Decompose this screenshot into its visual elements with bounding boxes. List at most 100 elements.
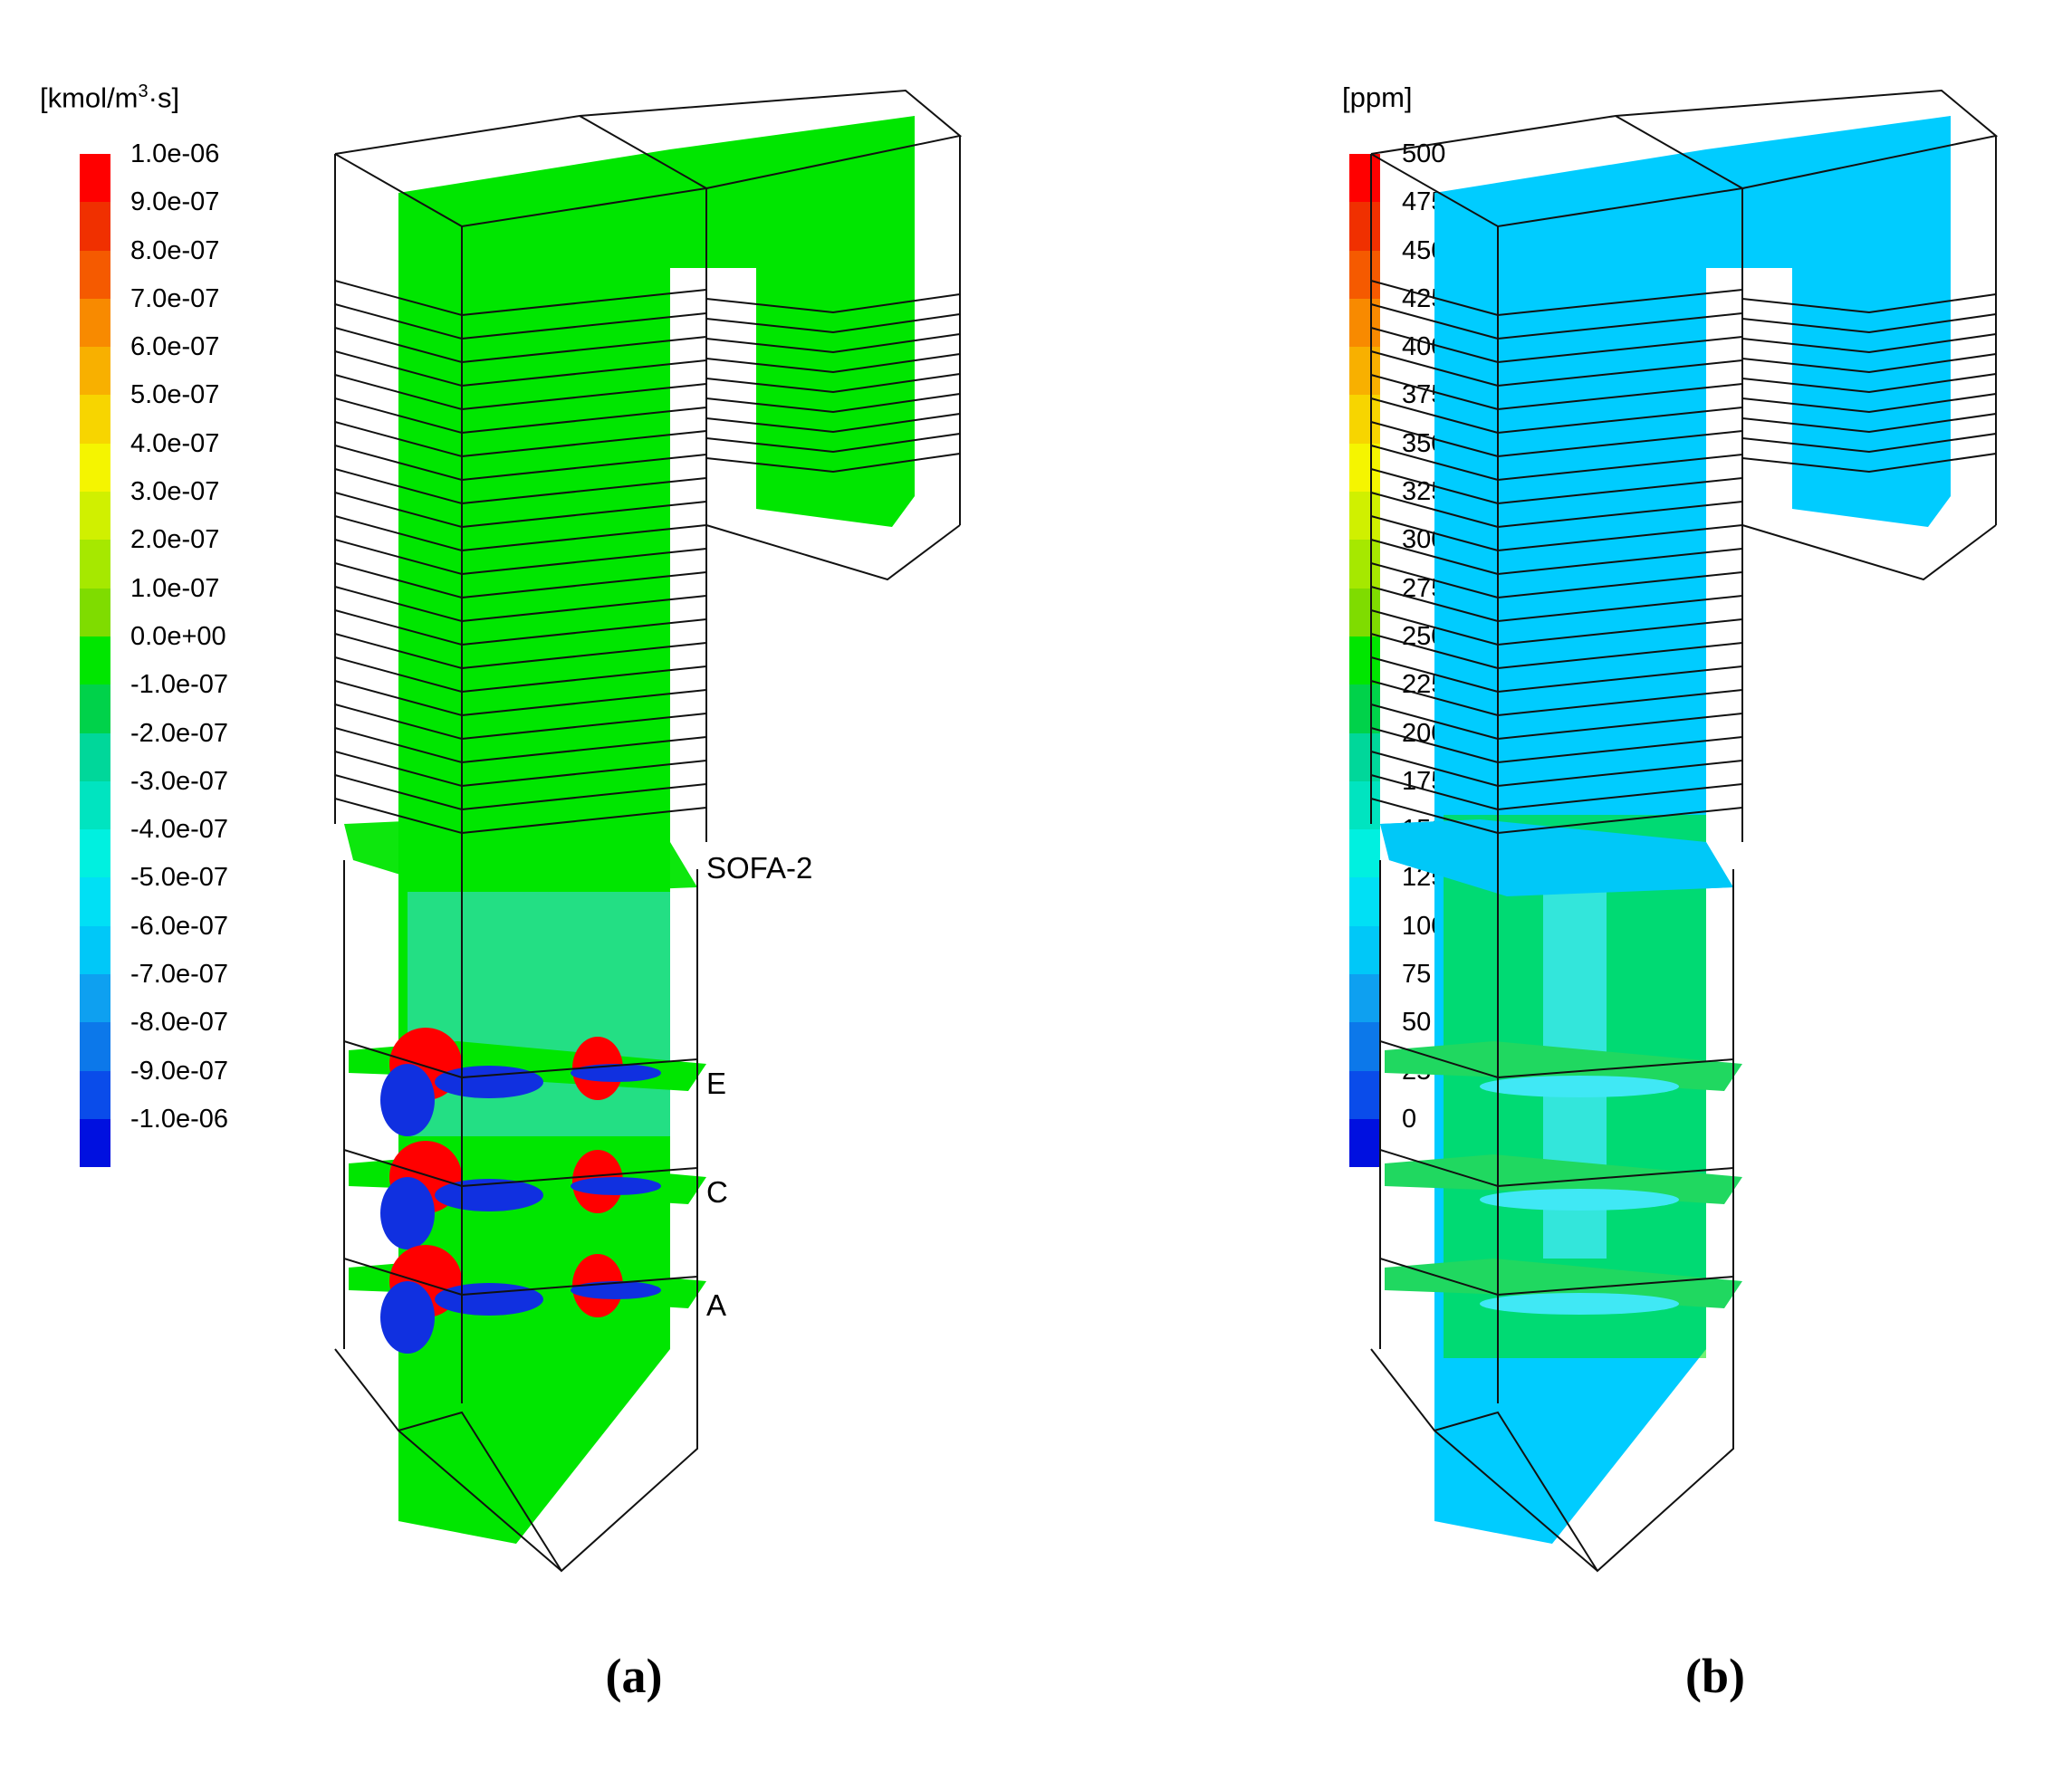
outline-hopper: [1370, 1348, 1734, 1573]
legend-swatch: [80, 540, 110, 589]
platen-line: [1370, 656, 1743, 694]
platen-line: [334, 492, 707, 529]
platen-line: [334, 774, 707, 811]
level-label-c: C: [706, 1175, 728, 1209]
legend-tick-label: -1.0e-07: [130, 670, 229, 700]
caption-a: (a): [605, 1649, 663, 1703]
outline-hopper-rear: [1741, 524, 1997, 581]
legend-tick-label: 1.0e-07: [130, 573, 220, 603]
legend-swatch: [1349, 829, 1380, 878]
legend-tick-label: 75: [1402, 960, 1432, 990]
platen-line: [334, 539, 707, 576]
color-bar-a: [80, 154, 110, 1168]
platen-line: [334, 303, 707, 340]
burner-plane: [1385, 1154, 1742, 1204]
level-label-e: E: [706, 1067, 727, 1100]
platen-line: [1741, 453, 1997, 474]
platen-line: [1370, 280, 1743, 317]
legend-swatch: [80, 298, 110, 348]
platen-line: [1370, 374, 1743, 411]
legend-tick-label: 5.0e-07: [130, 380, 220, 410]
burner-plane: [1385, 1259, 1742, 1308]
legend-swatch: [1349, 395, 1380, 444]
legend-swatch: [80, 395, 110, 444]
platen-line: [334, 727, 707, 764]
platen-line: [1370, 492, 1743, 529]
contour-blue: [435, 1066, 543, 1098]
level-frame: [343, 1149, 698, 1188]
platen-line: [1741, 333, 1997, 354]
wireframe: [334, 89, 963, 1573]
legend-swatch: [1349, 492, 1380, 541]
contour-zones: [349, 892, 706, 1354]
platen-line: [334, 327, 707, 364]
platen-line: [1741, 313, 1997, 334]
sofa-contour: [1380, 819, 1733, 896]
burner-plane: [1385, 1041, 1742, 1091]
legend-swatch: [80, 636, 110, 685]
platen-line: [334, 798, 707, 835]
platen-line: [1370, 303, 1743, 340]
legend-tick-label: -5.0e-07: [130, 863, 229, 893]
platen-line: [1741, 353, 1997, 374]
legend-tick-label: -6.0e-07: [130, 911, 229, 941]
legend-swatch: [80, 684, 110, 733]
platen-line: [334, 397, 707, 435]
legend-swatch: [80, 974, 110, 1023]
platen-line: [334, 633, 707, 670]
platen-line: [334, 515, 707, 552]
furnace-model-a: [334, 89, 963, 1573]
legend-tick-label: 0.0e+00: [130, 621, 226, 651]
platen-line: [334, 468, 707, 505]
legend-swatch: [1349, 250, 1380, 299]
platen-line: [334, 374, 707, 411]
contour-blue: [380, 1064, 435, 1136]
platen-line: [1370, 798, 1743, 835]
legend-tick-label: -7.0e-07: [130, 960, 229, 990]
platen-line: [1370, 468, 1743, 505]
platen-line: [1370, 421, 1743, 458]
contour-blue: [571, 1177, 661, 1195]
legend-swatch: [1349, 732, 1380, 781]
legend-swatch: [80, 250, 110, 299]
platen-line: [1370, 633, 1743, 670]
platen-line: [705, 413, 961, 434]
platen-line: [1741, 293, 1997, 314]
rear-plane: [1684, 116, 1951, 527]
legend-swatch: [1349, 202, 1380, 251]
outline-top-rear: [579, 89, 963, 189]
outline-hopper: [334, 1348, 698, 1573]
legend-swatch: [80, 202, 110, 251]
level-label-sofa-2: SOFA-2: [706, 851, 813, 885]
legend-tick-label: -8.0e-07: [130, 1008, 229, 1038]
platen-line: [334, 280, 707, 317]
legend-swatch: [1349, 974, 1380, 1023]
platen-line: [1370, 515, 1743, 552]
platen-line: [1741, 373, 1997, 394]
platen-line: [334, 350, 707, 388]
legend-tick-label: -3.0e-07: [130, 766, 229, 796]
legend-swatch: [1349, 443, 1380, 493]
platen-line: [1741, 433, 1997, 454]
legend-tick-label: 7.0e-07: [130, 283, 220, 313]
rear-plane: [648, 116, 915, 527]
level-frame: [343, 1040, 698, 1079]
level-frame: [1379, 1040, 1734, 1079]
platen-line: [1370, 350, 1743, 388]
legend-tick-label: -2.0e-07: [130, 718, 229, 748]
platen-line: [1370, 680, 1743, 717]
platen-line: [705, 393, 961, 414]
outline-hopper-rear: [705, 524, 961, 581]
platen-line: [1370, 562, 1743, 599]
platen-line: [705, 453, 961, 474]
legend-tick-label: 1.0e-06: [130, 139, 220, 168]
platen-line: [705, 433, 961, 454]
legend-tick-label: -9.0e-07: [130, 1056, 229, 1086]
legend-tick-label: 0: [1402, 1104, 1417, 1134]
legend-swatch: [1349, 347, 1380, 396]
platen-line: [334, 609, 707, 646]
platen-line: [705, 313, 961, 334]
legend-swatch: [1349, 925, 1380, 975]
